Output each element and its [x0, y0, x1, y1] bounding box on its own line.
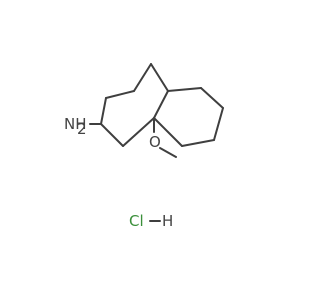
bond-bridge-left — [150, 63, 169, 92]
chlorine-label: Cl — [129, 212, 144, 230]
bond-ring-b4 — [181, 139, 215, 147]
oxygen-label: O — [149, 133, 161, 151]
bond-ring-b2 — [200, 87, 224, 109]
bond-bridge-right — [133, 63, 152, 92]
bond-ring-a4 — [100, 123, 124, 147]
bond-ring-a2 — [105, 90, 135, 99]
amine-h-count: 2 — [77, 120, 87, 138]
chemical-structure-diagram: NH 2 O Cl H — [64, 63, 224, 230]
bond-ring-a5 — [122, 117, 155, 147]
bond-ring-b5 — [153, 117, 183, 147]
hydrogen-label: H — [162, 212, 173, 230]
bond-methoxy-ch3 — [159, 147, 177, 158]
bond-ring-b1 — [167, 87, 202, 92]
amine-label: NH — [64, 115, 87, 133]
bond-ring-a1 — [153, 90, 169, 119]
bond-ring-a3 — [100, 97, 107, 125]
bond-ring-b3 — [213, 107, 224, 141]
